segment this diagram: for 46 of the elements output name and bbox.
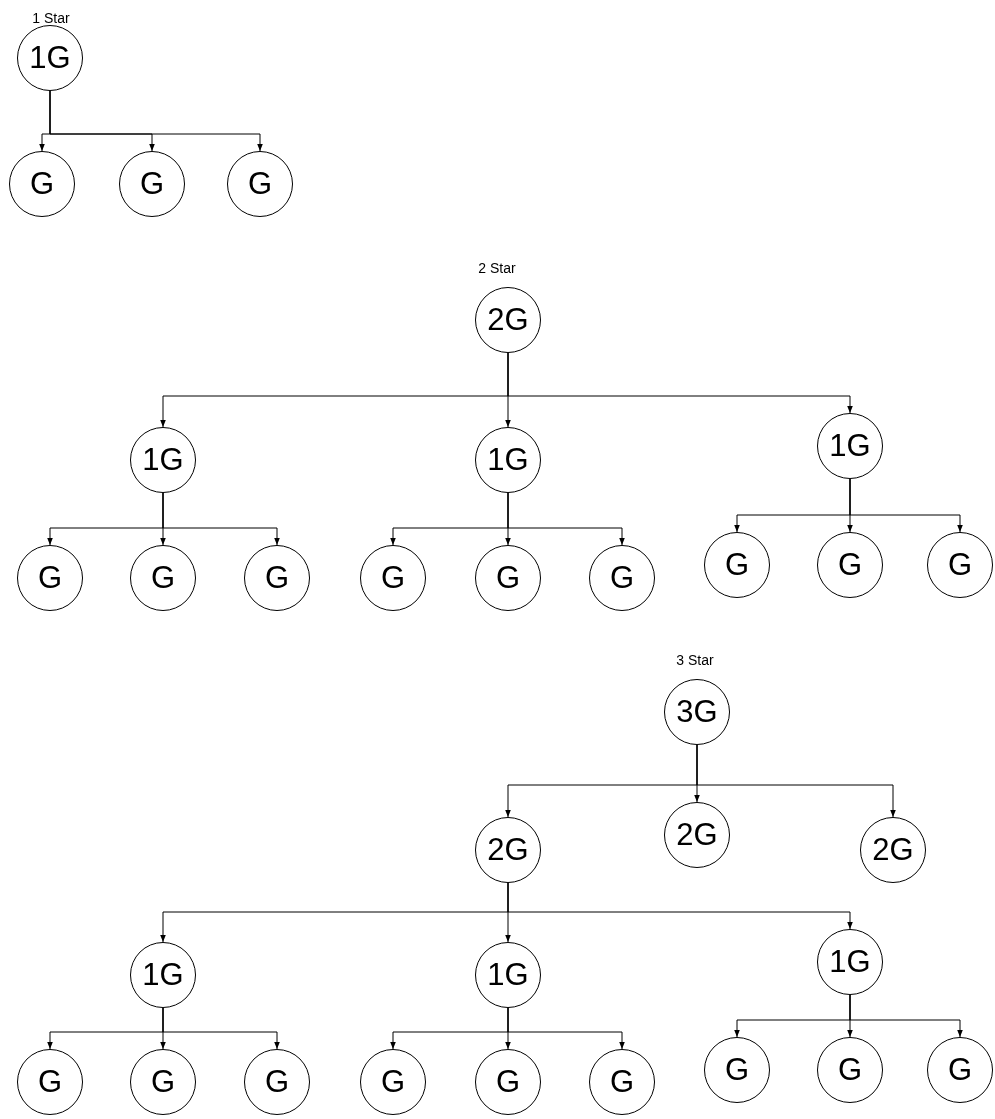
node-label: G <box>380 560 406 596</box>
node-label: 3G <box>676 694 718 730</box>
node-label: G <box>380 1064 406 1100</box>
node-label: 2G <box>487 832 529 868</box>
node-label: G <box>495 1064 521 1100</box>
node-label: G <box>724 1052 750 1088</box>
connector-arrow <box>507 492 625 546</box>
section-heading: 2 Star <box>478 260 516 276</box>
node-label: G <box>837 1052 863 1088</box>
node-label: G <box>609 1064 635 1100</box>
node-label: G <box>150 1064 176 1100</box>
node-label: G <box>247 166 273 202</box>
connector-arrow <box>849 994 963 1038</box>
connector-arrow <box>162 492 280 546</box>
node-label: G <box>29 166 55 202</box>
node-label: G <box>37 1064 63 1100</box>
node-label: G <box>837 547 863 583</box>
node-label: G <box>150 560 176 596</box>
node-label: 2G <box>872 832 914 868</box>
node-label: G <box>37 560 63 596</box>
node-label: G <box>264 560 290 596</box>
node-label: 1G <box>487 442 529 478</box>
node-label: 1G <box>29 40 71 76</box>
node-label: G <box>947 1052 973 1088</box>
connector-arrow <box>507 1007 625 1050</box>
connector-arrow <box>849 478 963 533</box>
node-label: G <box>495 560 521 596</box>
node-label: 2G <box>676 817 718 853</box>
connector-arrow <box>696 744 896 818</box>
node-label: G <box>947 547 973 583</box>
node-label: G <box>139 166 165 202</box>
section-heading: 3 Star <box>676 652 714 668</box>
node-label: 1G <box>829 428 871 464</box>
node-label: 1G <box>142 957 184 993</box>
node-label: G <box>724 547 750 583</box>
node-label: 1G <box>829 944 871 980</box>
node-label: 2G <box>487 302 529 338</box>
node-label: G <box>264 1064 290 1100</box>
connector-arrow <box>507 882 853 930</box>
connector-arrow <box>49 90 263 152</box>
connector-arrow <box>507 352 853 414</box>
connector-arrow <box>162 1007 280 1050</box>
section-heading: 1 Star <box>32 10 70 26</box>
node-label: 1G <box>487 957 529 993</box>
node-label: G <box>609 560 635 596</box>
node-label: 1G <box>142 442 184 478</box>
